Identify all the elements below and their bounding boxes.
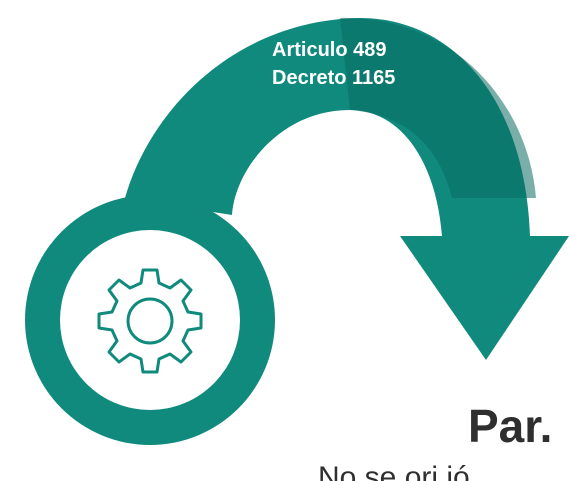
arc-label-line2: Decreto 1165	[272, 67, 396, 89]
body-text-partial: No se ori ió	[318, 461, 470, 481]
arc-label: Articulo 489 Decreto 1165	[272, 36, 395, 92]
curved-arrow-shade	[340, 17, 536, 199]
gear-icon	[97, 268, 203, 374]
inner-disc	[60, 230, 240, 410]
arrow-down-icon	[400, 236, 569, 360]
section-heading: Par.	[468, 400, 553, 452]
arc-label-line1: Articulo 489	[272, 39, 387, 61]
